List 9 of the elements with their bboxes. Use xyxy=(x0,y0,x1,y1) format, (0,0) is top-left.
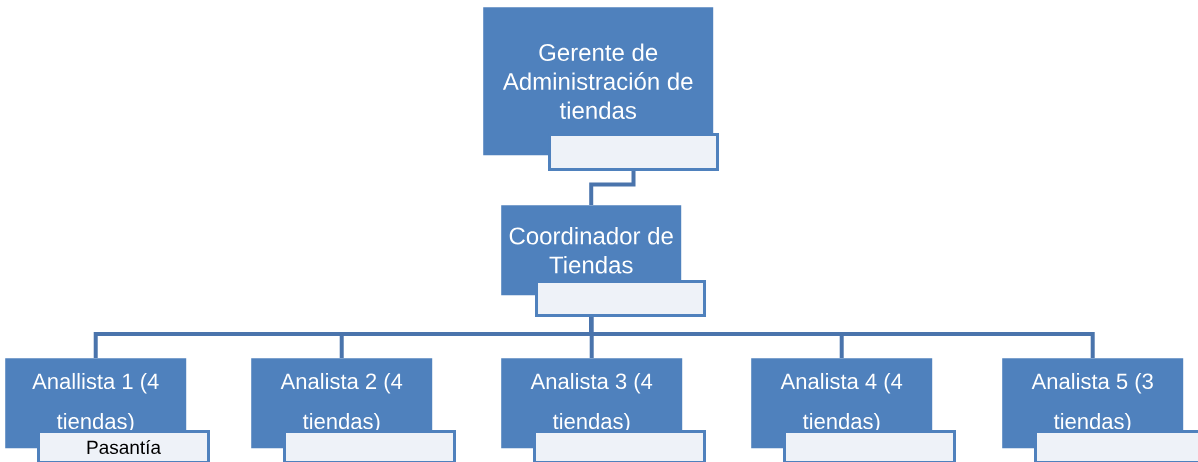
connector-line xyxy=(589,171,636,205)
connector-line xyxy=(589,317,1095,358)
sub-box xyxy=(548,133,719,171)
sub-box xyxy=(533,430,706,462)
sub-box xyxy=(1034,430,1198,462)
sub-box xyxy=(535,280,706,317)
sub-box: Pasantía xyxy=(37,430,210,462)
sub-box xyxy=(783,430,956,462)
sub-box xyxy=(283,430,456,462)
